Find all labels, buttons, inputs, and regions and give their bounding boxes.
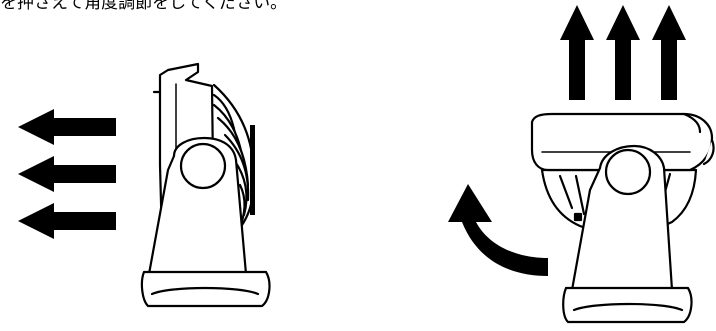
airflow-left-arrows [18, 109, 116, 239]
up-arrow-2 [606, 5, 640, 100]
left-arrow-3 [18, 203, 116, 239]
left-arrow-2 [18, 156, 116, 192]
airflow-up-arrows [560, 5, 686, 100]
up-arrow-1 [560, 5, 594, 100]
instruction-caption: を押さえて角度調節をしてください。 [0, 0, 288, 13]
curved-rotation-arrow [448, 184, 548, 276]
left-arrow-1 [18, 109, 116, 145]
fan-tilted-view [530, 112, 715, 324]
up-arrow-3 [652, 5, 686, 100]
fan-side-view [140, 62, 271, 308]
